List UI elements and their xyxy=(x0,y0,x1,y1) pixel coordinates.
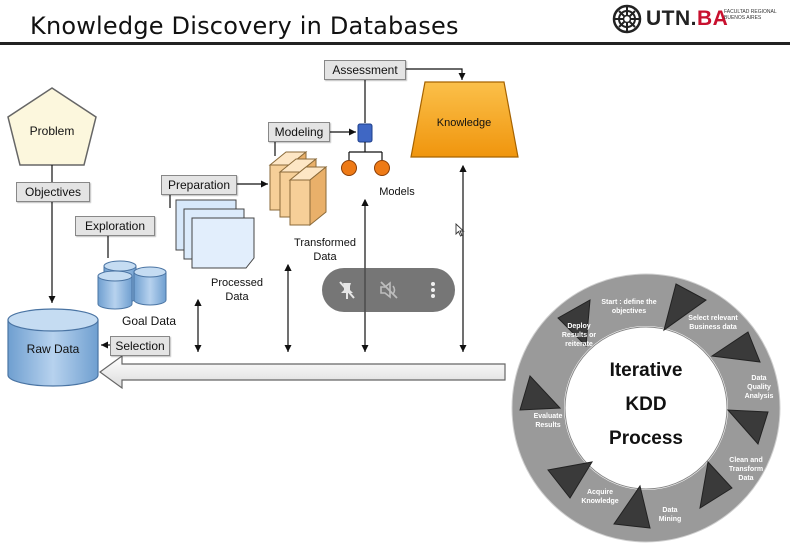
cycle-arrowhead xyxy=(710,331,761,363)
goal-data-cylinders xyxy=(97,260,167,310)
raw-data-cylinder xyxy=(7,308,99,387)
cycle-arrowhead xyxy=(726,409,769,445)
cycle-step-quality: Data Quality Analysis xyxy=(744,375,774,400)
cycle-arrowhead xyxy=(613,484,651,529)
cycle-step-evaluate: Evaluate Results xyxy=(533,413,563,429)
models-tree xyxy=(341,123,390,176)
exploration-box: Exploration xyxy=(75,216,155,236)
logo-subtitle: FACULTAD REGIONAL BUENOS AIRES xyxy=(724,9,777,21)
cycle-center-line-2: KDD xyxy=(625,394,667,415)
processed-data-pages xyxy=(175,199,255,269)
cycle-center-line-3: Process xyxy=(609,428,683,449)
assessment-box: Assessment xyxy=(324,60,406,80)
kdd-cycle xyxy=(511,273,781,543)
selection-box: Selection xyxy=(110,336,170,356)
speaker-muted-icon xyxy=(380,281,398,299)
mouse-cursor-icon xyxy=(455,223,465,237)
logo-wordmark: UTN.BA xyxy=(646,7,729,30)
knowledge-label: Knowledge xyxy=(436,117,492,129)
feedback-arrow xyxy=(98,354,506,390)
pin-off-icon xyxy=(339,281,355,299)
cycle-center-line-1: Iterative xyxy=(609,360,683,381)
cycle-step-clean: Clean and Transform Data xyxy=(728,457,764,482)
knowledge-trapezoid xyxy=(410,81,519,158)
cycle-step-mining: Data Mining xyxy=(658,507,682,523)
more-options-button[interactable] xyxy=(418,275,448,305)
title-divider xyxy=(0,42,790,45)
transformed-data-cubes xyxy=(268,150,328,227)
raw-data-label: Raw Data xyxy=(26,342,80,356)
cycle-arrowhead xyxy=(557,299,591,348)
objectives-box: Objectives xyxy=(16,182,90,202)
problem-label: Problem xyxy=(29,124,75,138)
slide-title: Knowledge Discovery in Databases xyxy=(30,12,459,40)
cycle-arrowhead xyxy=(519,375,562,411)
cycle-arrowhead xyxy=(699,460,733,510)
cycle-step-acquire: Acquire Knowledge xyxy=(581,489,619,505)
unpin-button[interactable] xyxy=(332,275,362,305)
assessment-arrow xyxy=(406,68,466,80)
modeling-box: Modeling xyxy=(268,122,330,142)
goal-data-label: Goal Data xyxy=(121,314,177,328)
utn-seal-icon xyxy=(612,4,642,34)
mute-button[interactable] xyxy=(374,275,404,305)
cycle-step-start: Start : define the objectives xyxy=(601,299,657,315)
cycle-arrowhead xyxy=(663,283,707,332)
utn-logo: UTN.BA FACULTAD REGIONAL BUENOS AIRES xyxy=(612,4,788,34)
models-label: Models xyxy=(379,186,415,198)
kdd-diagram xyxy=(7,68,781,543)
processed-data-label: Processed Data xyxy=(211,277,263,303)
cycle-step-deploy: Deploy Results or reiterate xyxy=(561,323,597,348)
preparation-box: Preparation xyxy=(161,175,237,195)
transformed-data-label: Transformed Data xyxy=(294,237,356,263)
cycle-step-select: Select relevant Business data xyxy=(688,315,738,331)
cycle-arrowhead xyxy=(547,461,594,499)
video-controls-bar xyxy=(322,268,455,312)
more-vert-icon xyxy=(431,282,435,298)
